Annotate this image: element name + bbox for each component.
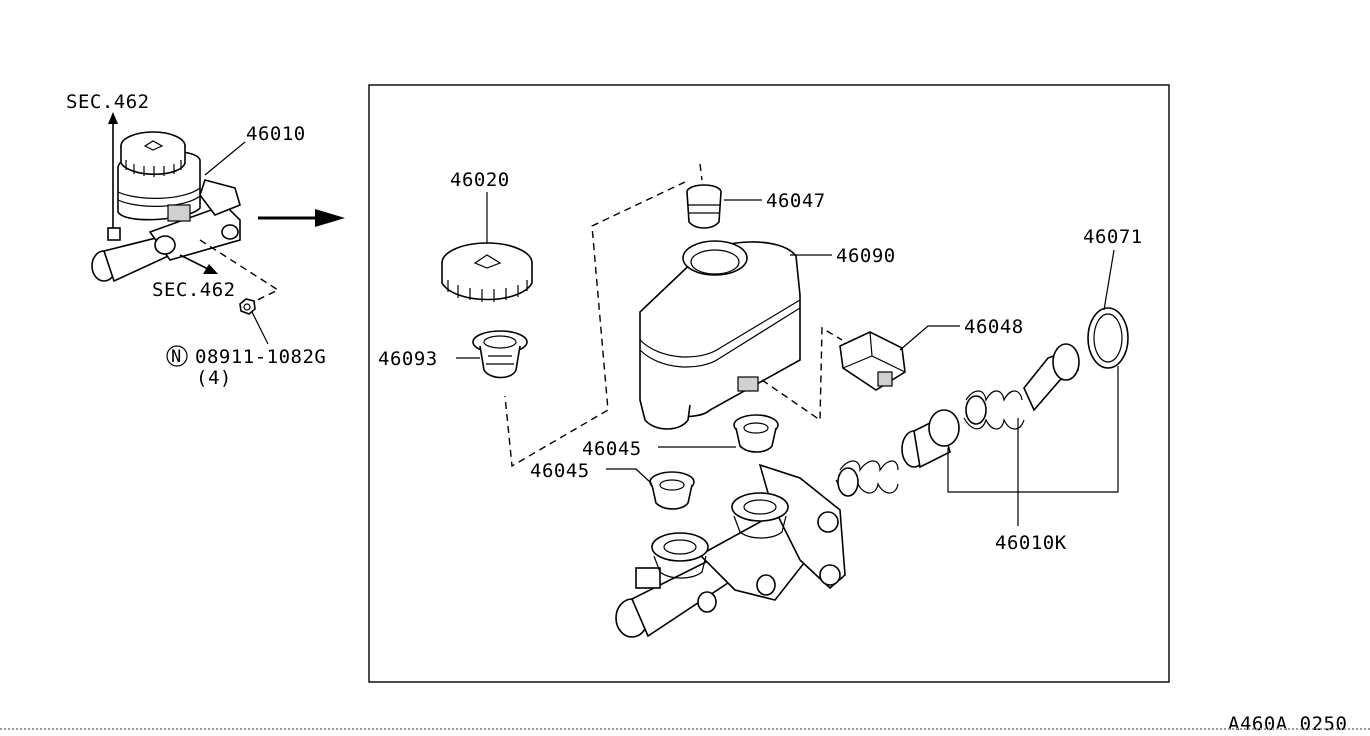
nut-symbol-letter: N — [171, 347, 182, 367]
sec-462-top-arrow — [108, 112, 118, 228]
reservoir-grommet-a — [733, 414, 779, 453]
cap-part-number[interactable]: 46020 — [450, 169, 510, 191]
seal-leader — [1103, 249, 1115, 311]
grommet-a-part-number[interactable]: 46045 — [582, 438, 642, 460]
nut-quantity: (4) — [196, 367, 232, 389]
connector-leader — [899, 325, 960, 351]
exploded-view-frame — [368, 84, 1170, 683]
nut-part-number[interactable]: 08911-1082G — [195, 346, 326, 368]
grommet-b-leader — [606, 468, 653, 485]
sec-462-top-label[interactable]: SEC.462 — [66, 91, 150, 113]
piston-spring-primary — [835, 460, 899, 497]
footer-dotted-rule — [0, 728, 1370, 732]
nut-leader — [251, 311, 269, 345]
piston-spring-secondary — [963, 390, 1025, 430]
piston-kit-bracket — [947, 366, 1119, 526]
reservoir-cap — [441, 242, 533, 302]
fluid-reservoir — [639, 240, 801, 430]
assembly-leader — [204, 141, 246, 176]
reservoir-plug — [686, 184, 722, 229]
assembled-master-cylinder — [91, 131, 241, 283]
assembly-part-number[interactable]: 46010 — [246, 123, 306, 145]
sec-462-bottom-label[interactable]: SEC.462 — [152, 279, 236, 301]
flange-nut — [239, 298, 256, 315]
master-cylinder-body — [615, 463, 846, 638]
grommet-b-part-number[interactable]: 46045 — [530, 460, 590, 482]
plug-part-number[interactable]: 46047 — [766, 190, 826, 212]
nut-dashed-leader — [199, 239, 280, 306]
piston-primary — [901, 409, 960, 469]
piston-secondary — [1023, 343, 1080, 412]
strainer-part-number[interactable]: 46093 — [378, 348, 438, 370]
nut-symbol: N — [166, 345, 188, 367]
piston-seal-ring — [1087, 307, 1129, 369]
reservoir-part-number[interactable]: 46090 — [836, 245, 896, 267]
seal-part-number[interactable]: 46071 — [1083, 226, 1143, 248]
reservoir-dashed-outline — [504, 163, 703, 468]
exploded-view-arrow — [258, 209, 345, 227]
sec-462-bottom-arrow — [179, 254, 218, 274]
connector-dashed-outline — [761, 326, 843, 422]
connector-part-number[interactable]: 46048 — [964, 316, 1024, 338]
piston-kit-part-number[interactable]: 46010K — [995, 532, 1067, 554]
reservoir-strainer — [472, 330, 528, 379]
level-sensor-connector — [839, 331, 906, 391]
reservoir-grommet-b — [649, 471, 695, 510]
